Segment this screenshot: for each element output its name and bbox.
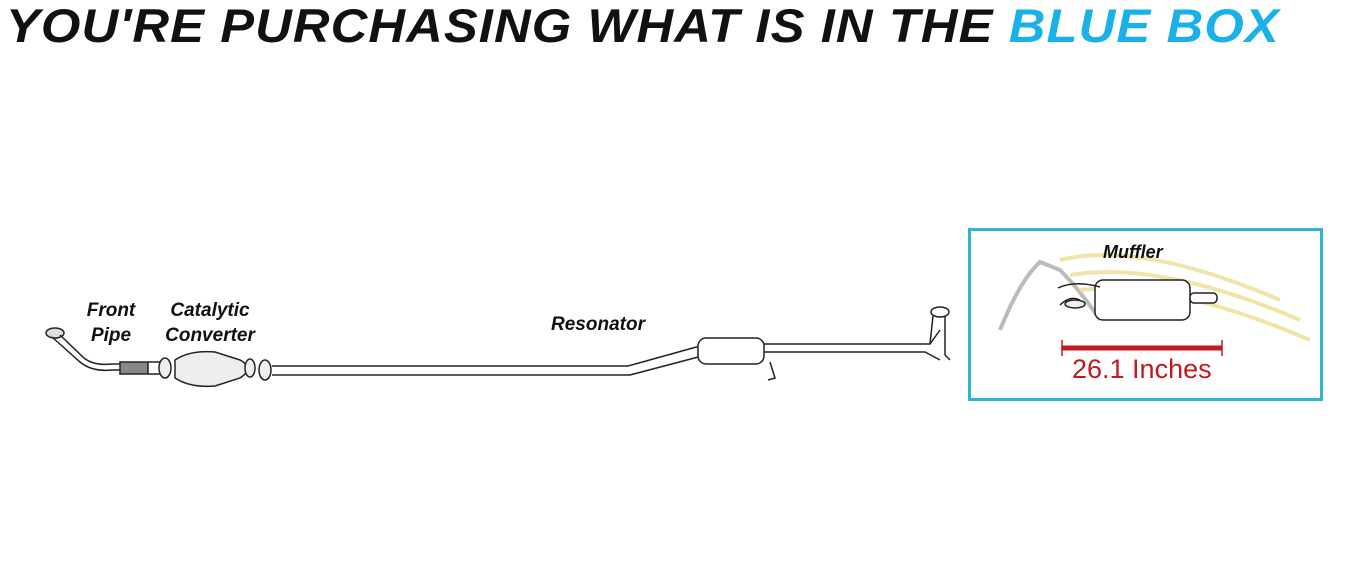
catalytic-converter-drawing <box>148 350 272 388</box>
title-highlight: BLUE BOX <box>1008 0 1280 52</box>
blue-box-highlight <box>968 228 1323 401</box>
catalytic-label-line2: Converter <box>165 325 255 346</box>
resonator-drawing <box>697 306 951 381</box>
front-pipe-label: Front Pipe <box>78 298 144 348</box>
page-title: YOU'RE PURCHASING WHAT IS IN THE BLUE BO… <box>6 0 1280 53</box>
resonator-label: Resonator <box>551 314 645 335</box>
muffler-length-measurement: 26.1 Inches <box>1072 354 1212 384</box>
title-prefix: YOU'RE PURCHASING WHAT IS IN THE <box>6 0 994 52</box>
front-pipe-drawing <box>45 327 149 375</box>
catalytic-label-line1: Catalytic <box>170 300 250 321</box>
front-pipe-label-line2: Pipe <box>90 325 132 346</box>
muffler-drawing <box>998 253 1311 356</box>
mid-pipe-drawing <box>272 345 703 376</box>
front-pipe-label-line1: Front <box>86 300 136 321</box>
muffler-label: Muffler <box>1103 242 1163 262</box>
catalytic-converter-label: Catalytic Converter <box>156 298 264 348</box>
